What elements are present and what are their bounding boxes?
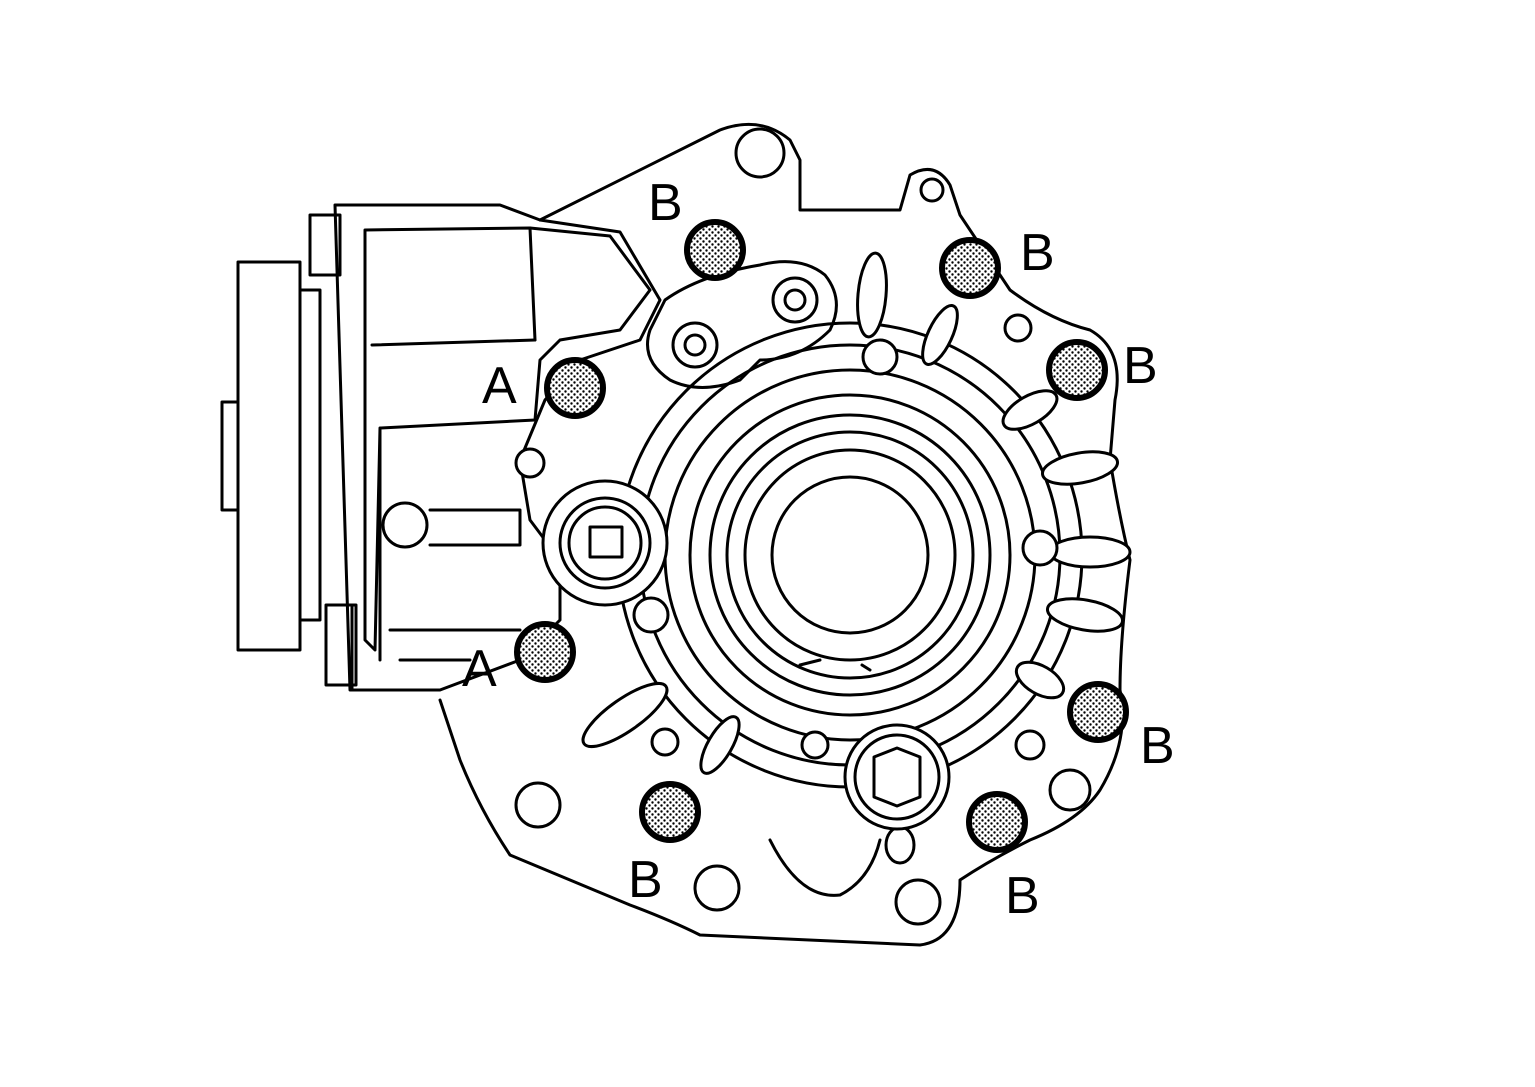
bolt-markers bbox=[514, 219, 1129, 853]
left-flange bbox=[220, 213, 358, 687]
housing-body bbox=[333, 203, 662, 692]
label-a-lower: A bbox=[462, 640, 497, 698]
label-b-top: B bbox=[648, 174, 683, 232]
bolt-b-upper-right bbox=[939, 237, 1001, 299]
bolt-b-bottom-left bbox=[639, 781, 701, 843]
fill-plug bbox=[541, 479, 669, 607]
label-b-bottom-right: B bbox=[1005, 867, 1040, 925]
bolt-a-upper bbox=[544, 357, 606, 419]
label-b-right-upper: B bbox=[1123, 337, 1158, 395]
upper-boss bbox=[646, 260, 838, 389]
label-a-upper: A bbox=[482, 357, 517, 415]
label-b-bottom-left: B bbox=[628, 851, 663, 909]
bolt-b-right-upper bbox=[1046, 339, 1108, 401]
bolt-b-bottom-right bbox=[966, 791, 1028, 853]
callout-labels: B B B A A B B B bbox=[462, 174, 1175, 925]
label-b-upper-right: B bbox=[1020, 224, 1055, 282]
cooling-fins bbox=[514, 251, 1132, 865]
label-b-right-lower: B bbox=[1140, 717, 1175, 775]
bolt-b-right-lower bbox=[1067, 681, 1129, 743]
cover-ring bbox=[616, 321, 1084, 789]
drain-plug bbox=[843, 723, 951, 831]
bolt-b-top bbox=[684, 219, 746, 281]
bolt-a-lower bbox=[514, 621, 576, 683]
